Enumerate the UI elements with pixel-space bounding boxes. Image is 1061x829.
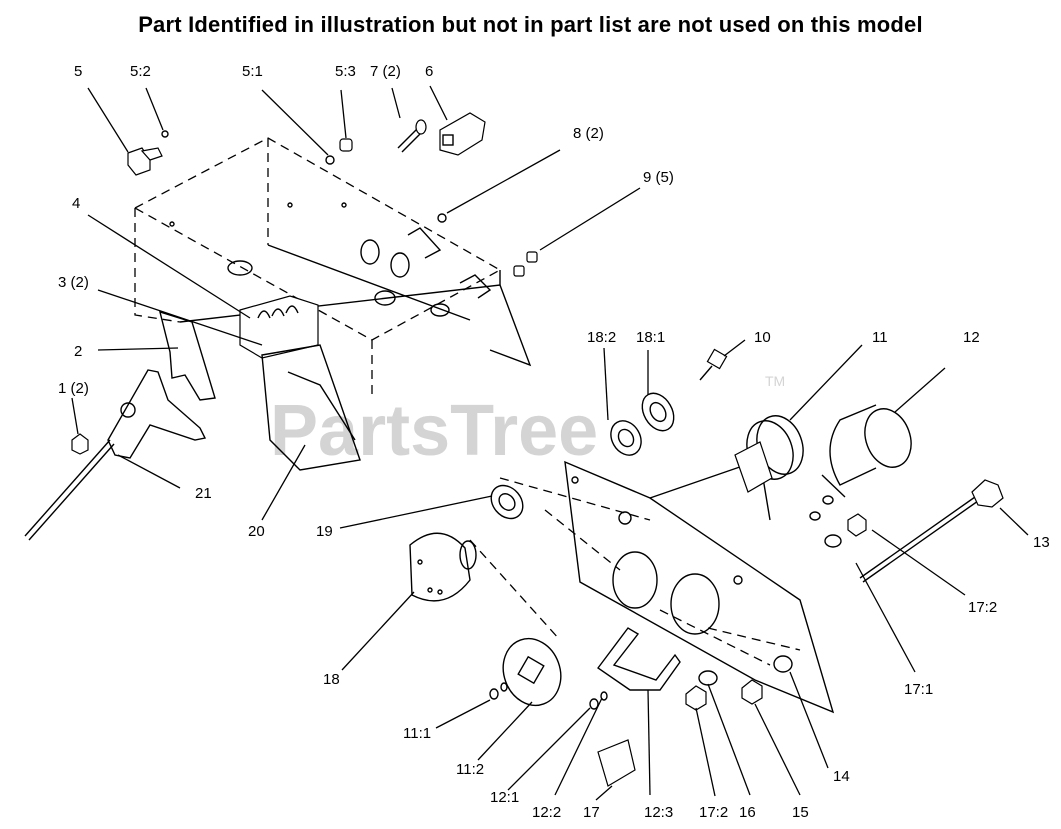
part-5-knob	[127, 147, 163, 176]
part-20-plate	[261, 344, 361, 471]
part-18-2-washer	[610, 420, 642, 456]
callout-5: 5	[74, 63, 82, 80]
callout-9: 9 (5)	[643, 169, 674, 186]
part-1-nut	[71, 433, 89, 455]
part-11-1-clip	[489, 682, 508, 700]
part-9-spacers	[513, 251, 538, 277]
part-5-2-ring	[161, 130, 169, 138]
callout-8: 8 (2)	[573, 125, 604, 142]
callout-17-1: 17:1	[904, 681, 933, 698]
part-13-choke-cable	[859, 479, 1004, 583]
part-4-connector	[239, 295, 319, 359]
part-17-1-washer	[824, 534, 842, 548]
part-7-bolt	[397, 119, 427, 153]
part-15-nut	[741, 679, 763, 705]
leader-lines	[71, 85, 1029, 801]
callout-12-3: 12:3	[644, 804, 673, 821]
part-10-bulb	[699, 348, 728, 381]
mounting-bracket	[133, 137, 532, 400]
callout-19: 19	[316, 523, 333, 540]
part-5-3-spacer	[339, 138, 353, 152]
watermark-tm: TM	[765, 373, 785, 389]
part-12-3-bracket	[597, 627, 681, 691]
callout-14: 14	[833, 768, 850, 785]
callout-7: 7 (2)	[370, 63, 401, 80]
page-title: Part Identified in illustration but not …	[138, 12, 923, 37]
callout-11-1: 11:1	[403, 725, 431, 742]
callout-18-2: 18:2	[587, 329, 616, 346]
part-5-1-nut	[325, 155, 335, 165]
part-21-key-switch	[24, 369, 207, 541]
part-18-switch-body	[409, 532, 477, 602]
callout-10: 10	[754, 329, 771, 346]
part-12-1-clip	[589, 691, 608, 710]
callout-5-1: 5:1	[242, 63, 263, 80]
callout-18-1: 18:1	[636, 329, 665, 346]
part-11-2-bezel	[502, 637, 562, 707]
callout-20: 20	[248, 523, 265, 540]
callout-17-2-bottom: 17:2	[699, 804, 728, 821]
part-19-washer	[490, 484, 524, 520]
part-16-washer	[698, 670, 718, 686]
callout-15: 15	[792, 804, 809, 821]
callout-17-2-right: 17:2	[968, 599, 997, 616]
callout-17: 17	[583, 804, 600, 821]
part-12-gauge	[821, 404, 912, 498]
callout-12-2: 12:2	[532, 804, 561, 821]
part-17-2-nut-lower	[685, 685, 707, 711]
callout-16: 16	[739, 804, 756, 821]
callout-11-2: 11:2	[456, 761, 484, 778]
part-17-2-nut	[847, 513, 867, 537]
callout-13: 13	[1033, 534, 1050, 551]
callout-4: 4	[72, 195, 80, 212]
callout-1: 1 (2)	[58, 380, 89, 397]
callout-6: 6	[425, 63, 433, 80]
part-6-knob	[439, 112, 486, 156]
part-11-gauge	[734, 415, 804, 493]
callout-5-3: 5:3	[335, 63, 356, 80]
part-12-small-parts	[809, 495, 834, 521]
callout-11: 11	[872, 329, 888, 346]
callout-2: 2	[74, 343, 82, 360]
callout-5-2: 5:2	[130, 63, 151, 80]
watermark-text: PartsTree	[270, 391, 598, 471]
control-panel	[469, 459, 835, 714]
part-8-nut	[437, 213, 447, 223]
part-14-washer	[773, 655, 793, 673]
part-2-bracket	[159, 310, 216, 401]
part-17-block	[597, 739, 636, 787]
callout-3: 3 (2)	[58, 274, 89, 291]
callout-21: 21	[195, 485, 212, 502]
part-18-1-nut	[641, 392, 675, 432]
callout-18: 18	[323, 671, 340, 688]
callout-12: 12	[963, 329, 980, 346]
callout-12-1: 12:1	[490, 789, 519, 806]
